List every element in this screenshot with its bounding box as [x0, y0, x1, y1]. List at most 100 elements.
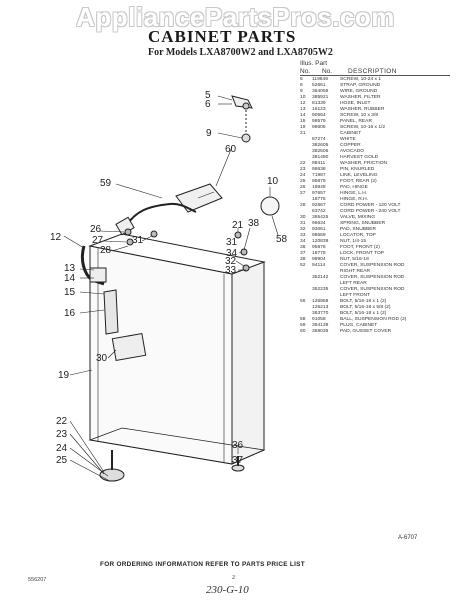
parts-part-no: 16123 [312, 107, 326, 112]
parts-part-no: 96634 [312, 221, 326, 226]
parts-illus-no: 28 [300, 203, 306, 208]
parts-part-no: 63742 [312, 209, 326, 214]
cabinet-exploded-diagram: 5 6 9 60 59 10 12 26 27 28 31 21 38 58 3… [50, 90, 288, 482]
parts-part-no: 81339 [312, 101, 326, 106]
parts-illus-no: 52 [300, 263, 306, 268]
parts-description: LOCATOR, TOP [340, 233, 376, 238]
parts-description: CORD POWER - 120 VOLT [340, 203, 401, 208]
parts-part-no: 358036 [312, 329, 329, 334]
parts-illus-no: 56 [300, 299, 306, 304]
parts-row: 382605 COPPER [300, 143, 470, 149]
page-number: 2 [232, 575, 235, 581]
parts-illus-no: 12 [300, 101, 306, 106]
callout-6: 6 [205, 99, 211, 110]
parts-part-no: 18848 [312, 185, 326, 190]
header-no: No. No. [300, 68, 332, 75]
parts-part-no: 98638 [312, 167, 326, 172]
callout-36: 36 [232, 440, 244, 451]
parts-description: CORD POWER - 240 VOLT [340, 209, 401, 214]
parts-description: PAD, HINGE [340, 185, 368, 190]
parts-description: COPPER [340, 143, 361, 148]
parts-illus-no: 6 [300, 83, 303, 88]
callout-26: 26 [90, 224, 102, 235]
callout-22: 22 [56, 416, 68, 427]
parts-description: SCREW, 10-24 x 1 [340, 77, 382, 82]
parts-description: BOLT, 5/16-18 x 1 (2) [340, 311, 387, 316]
parts-description: SPRING, SNUBBER [340, 221, 386, 226]
parts-part-no: 126213 [312, 305, 329, 310]
callout-32: 32 [225, 256, 237, 267]
callout-27: 27 [92, 235, 104, 246]
parts-part-no: 382605 [312, 143, 329, 148]
callout-30: 30 [96, 353, 108, 364]
parts-illus-no: 36 [300, 245, 306, 250]
parts-part-no: 119849 [312, 77, 328, 82]
parts-part-no: 97657 [312, 191, 326, 196]
parts-description: PAD, SNUBBER [340, 227, 377, 232]
parts-description: BALL, SUSPENSION ROD (2) [340, 317, 407, 322]
parts-row: LEFT REAR [300, 281, 470, 287]
header-illus-part: Illus. Part [300, 60, 328, 67]
parts-illus-no: 25 [300, 179, 306, 184]
callout-5: 5 [205, 90, 211, 101]
parts-description: FOOT, REAR (2) [340, 179, 377, 184]
parts-part-no: 363770 [312, 311, 329, 316]
parts-description: VALVE, MIXING [340, 215, 376, 220]
parts-description: RIGHT REAR [340, 269, 371, 274]
parts-description: NUT, 5/16-18 [340, 257, 369, 262]
parts-part-no: 98605 [312, 125, 326, 130]
callout-28: 28 [100, 245, 112, 256]
parts-part-no: 18778 [312, 251, 326, 256]
parts-description: SCREW, 10-16 x 1/2 [340, 125, 386, 130]
parts-description: WASHER, FILTER [340, 95, 381, 100]
parts-row: 58 91058 BALL, SUSPENSION ROD (2) [300, 317, 470, 323]
parts-part-no: 365425 [312, 215, 329, 220]
rear-foot [99, 468, 125, 482]
parts-part-no: 381480 [312, 155, 329, 160]
parts-part-no: 95878 [312, 245, 326, 250]
parts-description: COVER, SUSPENSION ROD [340, 275, 405, 280]
callout-37: 37 [232, 455, 244, 466]
parts-part-no: 91058 [312, 317, 326, 322]
parts-illus-no: 22 [300, 161, 306, 166]
cabinet-side [231, 261, 265, 465]
parts-description: SCREW, 10 x 3/8 [340, 113, 379, 118]
callout-34: 34 [226, 248, 238, 259]
parts-description: FOOT, FRONT (2) [340, 245, 380, 250]
parts-row: 352235 COVER, SUSPENSION ROD [300, 287, 470, 293]
parts-part-no: 93061 [312, 227, 326, 232]
callout-16: 16 [64, 308, 76, 319]
parts-illus-no: 10 [300, 95, 306, 100]
parts-part-no: 71987 [312, 173, 326, 178]
parts-illus-no: 58 [300, 317, 306, 322]
callout-25: 25 [56, 455, 68, 466]
parts-illus-no: 23 [300, 167, 306, 172]
parts-part-no: 120839 [312, 239, 329, 244]
callout-31-right: 31 [226, 237, 238, 248]
parts-description: AVOCADO [340, 149, 365, 154]
callout-9: 9 [206, 128, 212, 139]
callout-12: 12 [50, 232, 62, 243]
parts-description: WHITE [340, 137, 356, 142]
parts-illus-no: 9 [300, 89, 303, 94]
parts-description: LEFT REAR [340, 281, 367, 286]
parts-description: COVER, SUSPENSION ROD [340, 287, 405, 292]
parts-description: WIRE, GROUND [340, 89, 378, 94]
parts-part-no: 352235 [312, 287, 329, 292]
